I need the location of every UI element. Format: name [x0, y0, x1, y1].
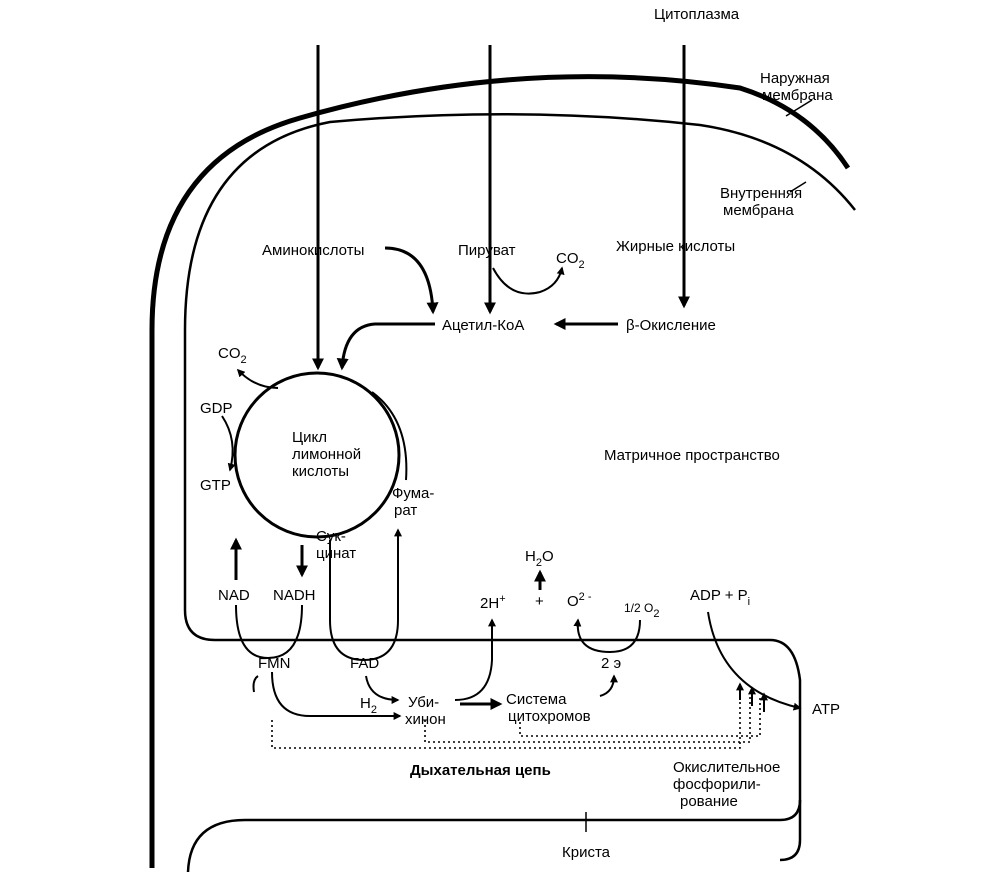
- fumarate-label-1: Фума-: [392, 485, 434, 502]
- acetyl-coa-label: Ацетил-КоА: [442, 317, 524, 334]
- electrons-label: 2 э: [601, 655, 622, 672]
- cycle-co2-label: CO2: [218, 345, 247, 366]
- ubiquinone-to-2h-arrow: [454, 618, 496, 701]
- respiratory-chain-label: Дыхательная цепь: [410, 762, 551, 779]
- outer-membrane-leader: [785, 99, 813, 117]
- oxphos-label-2: фосфорили-: [673, 776, 761, 793]
- fmn-to-ubiquinone-arrow: [271, 671, 402, 720]
- fatty-acids-label: Жирные кислоты: [616, 238, 735, 255]
- pyruvate-co2-arrow: [492, 266, 565, 295]
- dotted-fmn-line: [271, 690, 741, 749]
- fad-to-ubiquinone-arrow: [365, 675, 400, 704]
- nad-label: NAD: [218, 587, 250, 604]
- water-label: H2O: [525, 548, 554, 569]
- inner-membrane-label-2: мембрана: [723, 202, 794, 219]
- ubiquinone-label-2: хинон: [405, 711, 446, 728]
- cycle-label-2: лимонной: [292, 446, 361, 463]
- cytoplasm-label: Цитоплазма: [654, 6, 740, 23]
- fmn-label: FMN: [258, 655, 291, 672]
- fad-label: FAD: [350, 655, 379, 672]
- pyruvate-label: Пируват: [458, 242, 516, 259]
- cycle-label-1: Цикл: [292, 429, 327, 446]
- fumarate-arc: [371, 391, 408, 481]
- nadh-label: NADH: [273, 587, 316, 604]
- cytochromes-label-2: цитохромов: [508, 708, 591, 725]
- outer-membrane-label-1: Наружная: [760, 70, 830, 87]
- fumarate-label-2: рат: [394, 502, 417, 519]
- o2-reduction-arrow: [573, 618, 641, 654]
- gdp-label: GDP: [200, 400, 233, 417]
- plus-label: +: [535, 593, 544, 610]
- cycle-label-3: кислоты: [292, 463, 349, 480]
- oxphos-label-3: рование: [680, 793, 738, 810]
- half-oxygen-label: 1/2 O2: [624, 601, 659, 620]
- electron-arrow: [599, 674, 618, 697]
- gdp-gtp-arc: [221, 415, 236, 472]
- dotted-cytochrome-line: [519, 696, 761, 737]
- inner-membrane-label-1: Внутренняя: [720, 185, 802, 202]
- beta-oxidation-label: β-Окисление: [626, 317, 716, 334]
- ubiquinone-label-1: Уби-: [408, 694, 439, 711]
- atp-label: ATP: [812, 701, 840, 718]
- inner-membrane-leader: [789, 181, 807, 193]
- protons-label: 2H+: [480, 593, 506, 612]
- cycle-co2-arrow: [236, 368, 279, 389]
- crista-membrane: [186, 799, 802, 873]
- pyruvate-co2-label: CO2: [556, 250, 585, 271]
- dotted-ubiquinone-line: [424, 692, 751, 743]
- inner-membrane: [183, 112, 856, 862]
- adp-pi-label: ADP + Pi: [690, 587, 750, 608]
- oxphos-label-1: Окислительное: [673, 759, 780, 776]
- crista-label: Криста: [562, 844, 611, 861]
- succinate-label-2: цинат: [316, 545, 356, 562]
- amino-acids-label: Аминокислоты: [262, 242, 364, 259]
- outer-membrane: [149, 74, 851, 868]
- gtp-label: GTP: [200, 477, 231, 494]
- hydrogen-label: H2: [360, 695, 377, 716]
- superoxide-label: O2 -: [567, 591, 592, 610]
- fad-loop: [329, 528, 402, 662]
- outer-membrane-label-2: мембрана: [762, 87, 833, 104]
- amino-to-acetyl-arrow: [384, 246, 439, 315]
- fmn-hook: [252, 675, 259, 693]
- nad-nadh-loop: [235, 604, 303, 660]
- matrix-space-label: Матричное пространство: [604, 447, 780, 464]
- succinate-label-1: Сук-: [316, 528, 346, 545]
- atp-synthesis-arrow: [707, 611, 802, 711]
- citric-acid-cycle: [233, 371, 401, 539]
- cytochromes-label-1: Система: [506, 691, 567, 708]
- acetyl-to-cycle-arrow: [336, 322, 435, 371]
